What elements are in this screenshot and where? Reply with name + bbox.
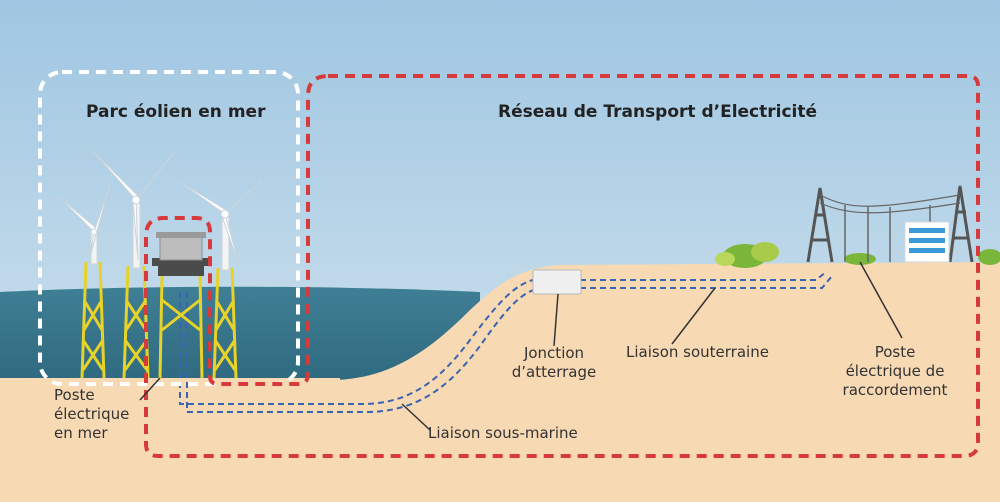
wind-turbine-icon <box>57 149 263 271</box>
offshore-substation-label: Poste électrique en mer <box>54 386 130 442</box>
landing-junction-label: Jonction d’atterrage <box>511 344 597 381</box>
submarine-link-label: Liaison sous-marine <box>428 424 578 442</box>
underground-link-label: Liaison souterraine <box>626 343 769 361</box>
landing-junction-box <box>532 269 582 295</box>
offshore-substation-icon <box>152 232 210 379</box>
offshore-park-zone-border <box>38 70 300 386</box>
seabed-strip <box>0 378 340 502</box>
onshore-substation-icon <box>806 185 974 263</box>
underground-cable <box>580 271 833 289</box>
grid-network-zone-border <box>144 74 980 458</box>
sea-area <box>0 286 480 380</box>
grid-network-title: Réseau de Transport d’Electricité <box>498 102 818 122</box>
bushes-icon <box>715 242 1000 268</box>
submarine-cable <box>179 279 541 413</box>
turbine-foundations <box>80 261 238 379</box>
onshore-substation-label: Poste électrique de raccordement <box>842 343 948 399</box>
leader-lines <box>139 261 903 431</box>
offshore-park-title: Parc éolien en mer <box>86 102 266 122</box>
